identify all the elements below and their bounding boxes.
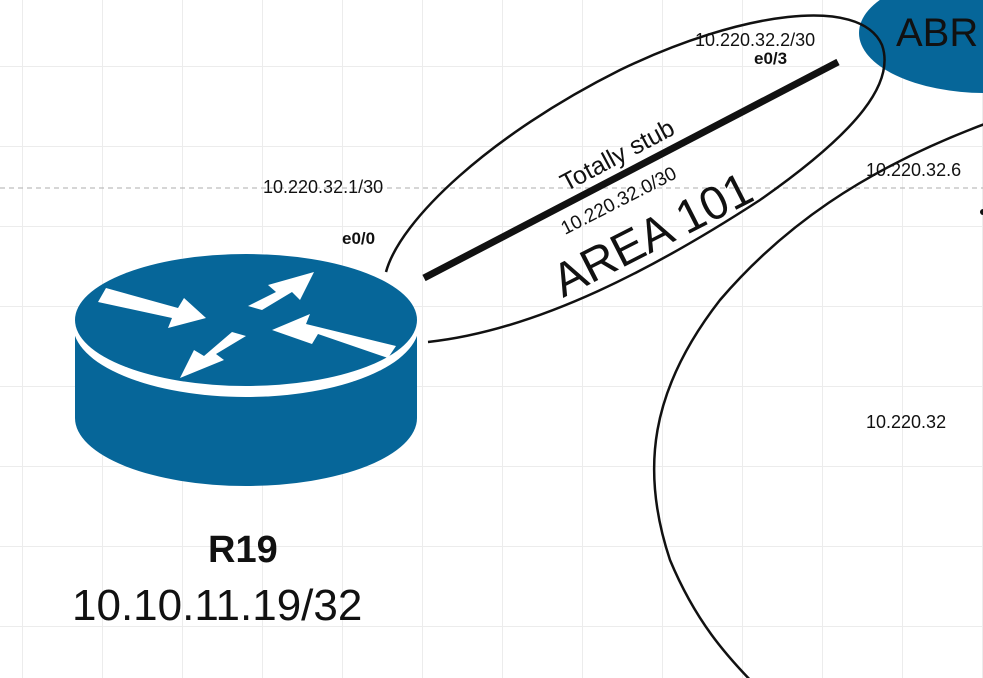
abr-interface-ip: 10.220.32.2/30	[695, 30, 815, 50]
abr-second-interface-ip: 10.220.32.6	[866, 160, 961, 180]
third-link-ip: 10.220.32	[866, 412, 946, 432]
connection-dot	[980, 209, 983, 215]
r19-interface-ip: 10.220.32.1/30	[263, 177, 383, 197]
r19-interface-name: e0/0	[342, 229, 375, 248]
arrow-left	[272, 314, 396, 358]
area-101-boundary	[384, 14, 886, 344]
arrow-down-left	[180, 332, 246, 378]
other-area-boundary	[652, 123, 983, 678]
abr-router-icon	[859, 0, 983, 93]
abr-router[interactable]: ABR	[859, 0, 983, 93]
router-icon	[73, 253, 419, 486]
r19-router[interactable]: R19 10.10.11.19/32	[72, 253, 419, 630]
abr-router-name: ABR	[896, 11, 978, 55]
r19-router-name: R19	[208, 529, 278, 571]
router-top	[75, 254, 417, 386]
arrow-up-right	[248, 272, 314, 310]
r19-loopback-ip: 10.10.11.19/32	[72, 581, 362, 630]
r19-abr-link[interactable]	[422, 58, 840, 282]
router-arrows	[98, 272, 396, 378]
abr-interface-name: e0/3	[754, 49, 787, 68]
arrow-right	[98, 288, 206, 328]
